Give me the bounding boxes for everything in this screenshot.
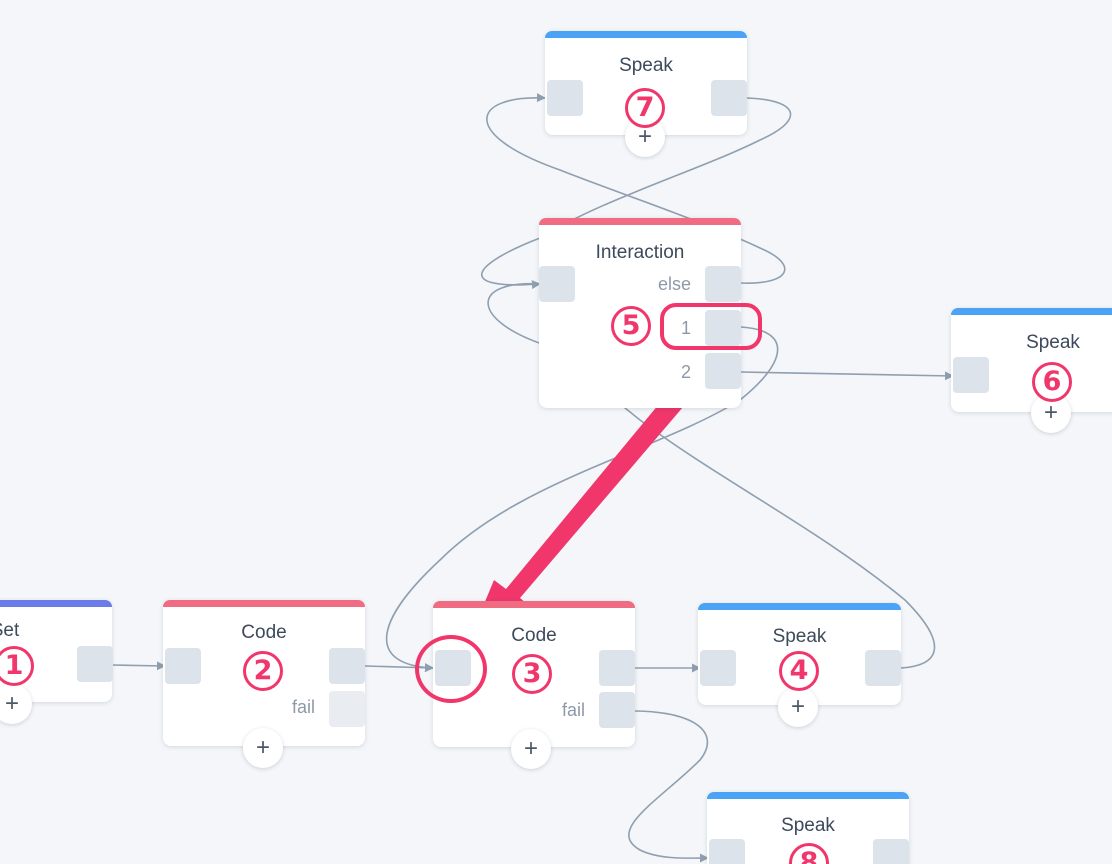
code-node-2-badge: 2 bbox=[243, 651, 283, 691]
speak-node-4-add-button[interactable]: + bbox=[778, 687, 818, 727]
code-node-2-fail-port[interactable] bbox=[329, 691, 365, 727]
speak-node-4-output-port[interactable] bbox=[865, 650, 901, 686]
code-node-3-input-highlight bbox=[415, 635, 487, 703]
interaction-node-title: Interaction bbox=[595, 242, 685, 263]
set-node-badge: 1 bbox=[0, 646, 34, 686]
add-icon: + bbox=[523, 735, 538, 762]
interaction-node-input-port[interactable] bbox=[539, 266, 575, 302]
add-icon: + bbox=[4, 690, 19, 717]
interaction-node-choice-1-label: 1 bbox=[680, 318, 691, 338]
speak-node-4-badge: 4 bbox=[779, 651, 819, 691]
set-node-add-button[interactable]: + bbox=[0, 684, 32, 724]
add-icon: + bbox=[1043, 399, 1058, 426]
interaction-choice-1-highlight bbox=[660, 303, 762, 350]
speak-node-7-title: Speak bbox=[619, 55, 673, 76]
interaction-node-badge: 5 bbox=[611, 306, 651, 346]
speak-node-8-accent bbox=[707, 792, 909, 799]
code-node-2-accent bbox=[163, 600, 365, 607]
speak-node-6-title: Speak bbox=[1026, 332, 1080, 353]
code-node-3-title: Code bbox=[511, 625, 557, 646]
code-node-3-fail-port[interactable] bbox=[599, 692, 635, 728]
speak-node-7-accent bbox=[545, 31, 747, 38]
wire-code2-fail-to-speak8 bbox=[628, 710, 709, 863]
add-icon: + bbox=[790, 693, 805, 720]
set-node-output-port[interactable] bbox=[77, 646, 113, 682]
speak-node-8-title: Speak bbox=[781, 815, 835, 836]
code-node-2-title: Code bbox=[241, 622, 287, 643]
speak-node-8-input-port[interactable] bbox=[709, 839, 745, 864]
add-icon: + bbox=[637, 123, 652, 150]
interaction-node-choice-2-port[interactable] bbox=[705, 353, 741, 389]
speak-node-6-input-port[interactable] bbox=[953, 357, 989, 393]
code-node-3-fail-label: fail bbox=[561, 700, 585, 720]
speak-node-7-badge: 7 bbox=[625, 88, 665, 128]
speak-node-4-accent bbox=[698, 603, 901, 610]
code-node-2-add-button[interactable]: + bbox=[243, 728, 283, 768]
interaction-node-else-label: else bbox=[657, 274, 691, 294]
code-node-2-output-port[interactable] bbox=[329, 648, 365, 684]
wire-interaction-2-to-speak6 bbox=[740, 371, 954, 381]
interaction-node-choice-2-label: 2 bbox=[680, 362, 691, 382]
interaction-node-choice-1-port[interactable] bbox=[705, 310, 741, 346]
interaction-node[interactable]: Interaction else 1 2 bbox=[539, 218, 741, 408]
add-icon: + bbox=[255, 734, 270, 761]
set-node-accent bbox=[0, 600, 112, 607]
interaction-node-accent bbox=[539, 218, 741, 225]
speak-node-6-accent bbox=[951, 308, 1112, 315]
speak-node-4-input-port[interactable] bbox=[700, 650, 736, 686]
speak-node-7-input-port[interactable] bbox=[547, 80, 583, 116]
wire-set-to-code1 bbox=[111, 661, 166, 671]
speak-node-6[interactable]: Speak bbox=[951, 308, 1112, 412]
code-node-2-fail-label: fail bbox=[291, 697, 315, 717]
code-node-3-add-button[interactable]: + bbox=[511, 729, 551, 769]
code-node-3-badge: 3 bbox=[512, 654, 552, 694]
code-node-2-input-port[interactable] bbox=[165, 648, 201, 684]
speak-node-4-title: Speak bbox=[772, 626, 827, 647]
speak-node-6-badge: 6 bbox=[1032, 362, 1072, 402]
speak-node-7-output-port[interactable] bbox=[711, 80, 747, 116]
speak-node-8-output-port[interactable] bbox=[873, 839, 909, 864]
code-node-3-accent bbox=[433, 601, 635, 608]
set-node[interactable]: Set bbox=[0, 600, 113, 702]
code-node-3-output-port[interactable] bbox=[599, 650, 635, 686]
interaction-node-else-port[interactable] bbox=[705, 266, 741, 302]
set-node-title: Set bbox=[0, 620, 20, 641]
